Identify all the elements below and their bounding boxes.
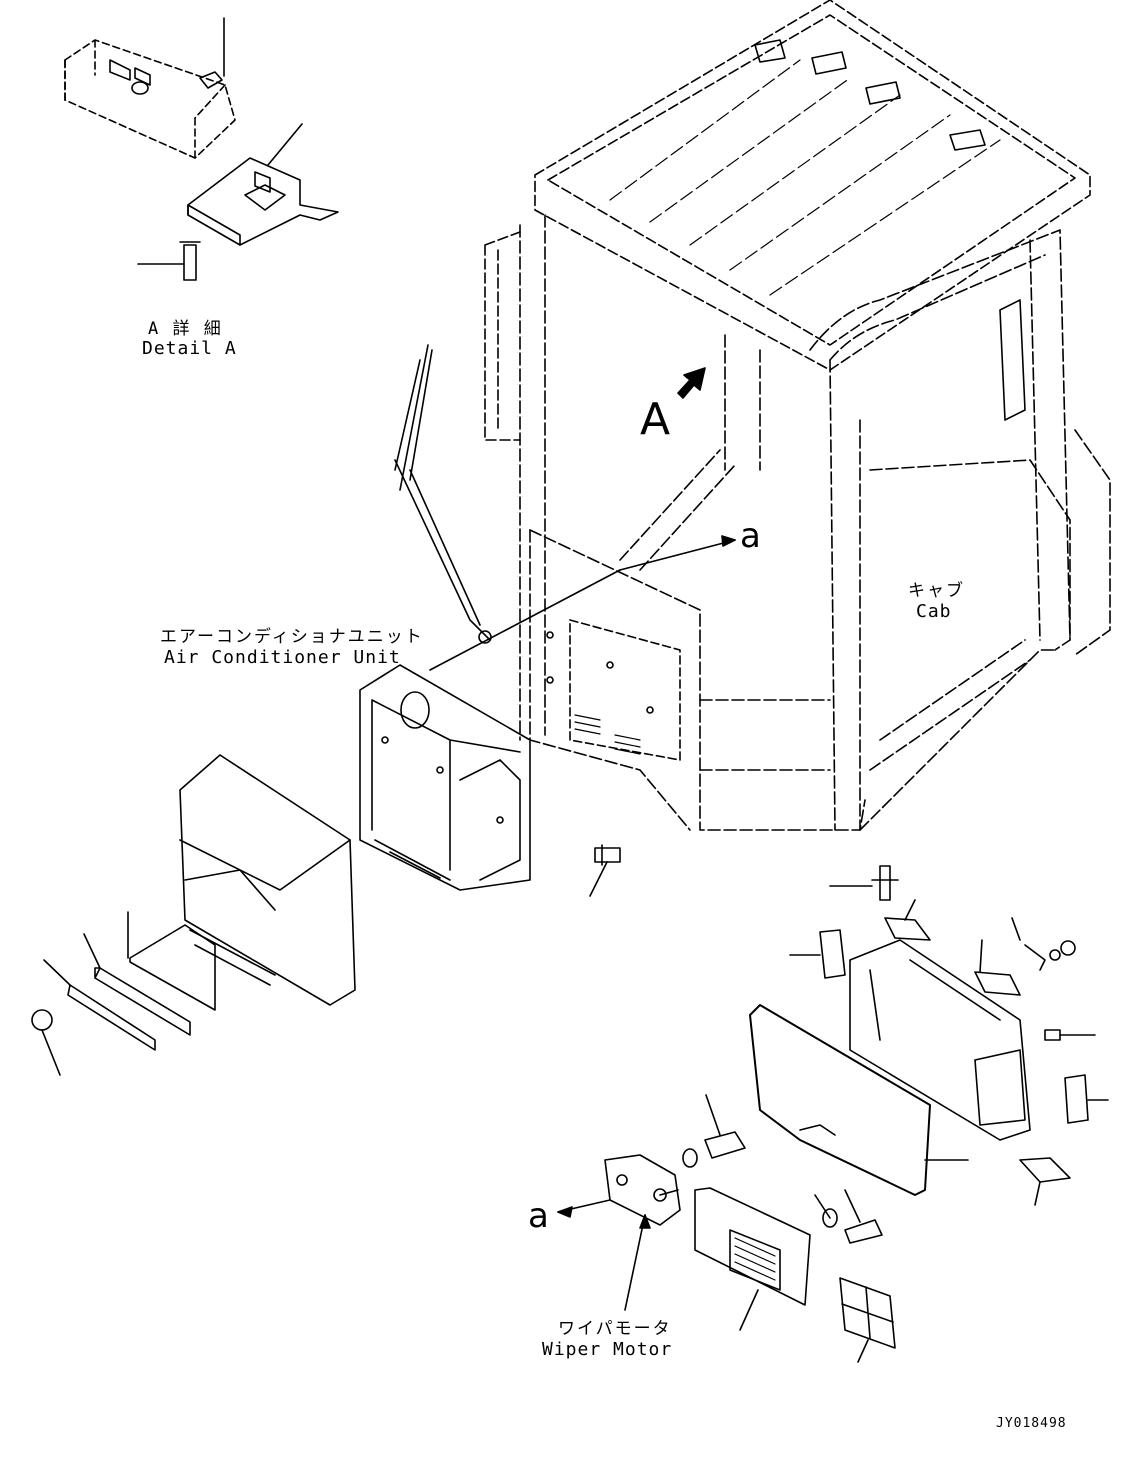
detail-a-label-jp: A 詳 細 xyxy=(148,319,223,339)
air-conditioner-unit xyxy=(359,664,531,891)
cab-assembly xyxy=(429,0,1111,831)
access-cover xyxy=(694,1187,811,1331)
wiper-motor xyxy=(557,1094,883,1311)
air-conditioner-label-en: Air Conditioner Unit xyxy=(164,647,401,668)
gasket xyxy=(749,1004,969,1196)
detail-a-assembly xyxy=(64,17,339,281)
mounting-bolt xyxy=(589,844,621,897)
filter-grille xyxy=(839,1277,896,1363)
air-conditioner-label-jp: エアーコンディショナユニット xyxy=(160,627,424,647)
view-a-label: A xyxy=(640,394,671,445)
cab-label-jp: キャブ xyxy=(908,581,965,601)
air-duct-assembly xyxy=(789,865,1109,1206)
reference-a-top: a xyxy=(740,516,761,556)
cab-label-en: Cab xyxy=(916,601,952,622)
wiper-arm xyxy=(394,344,492,644)
aircon-cover xyxy=(31,754,356,1076)
drawing-id: JY018498 xyxy=(996,1416,1067,1431)
wiper-motor-label-en: Wiper Motor xyxy=(542,1339,673,1360)
reference-a-bottom: a xyxy=(528,1196,549,1236)
detail-a-label-en: Detail A xyxy=(142,338,237,359)
wiper-motor-label-jp: ワイパモータ xyxy=(558,1319,672,1339)
